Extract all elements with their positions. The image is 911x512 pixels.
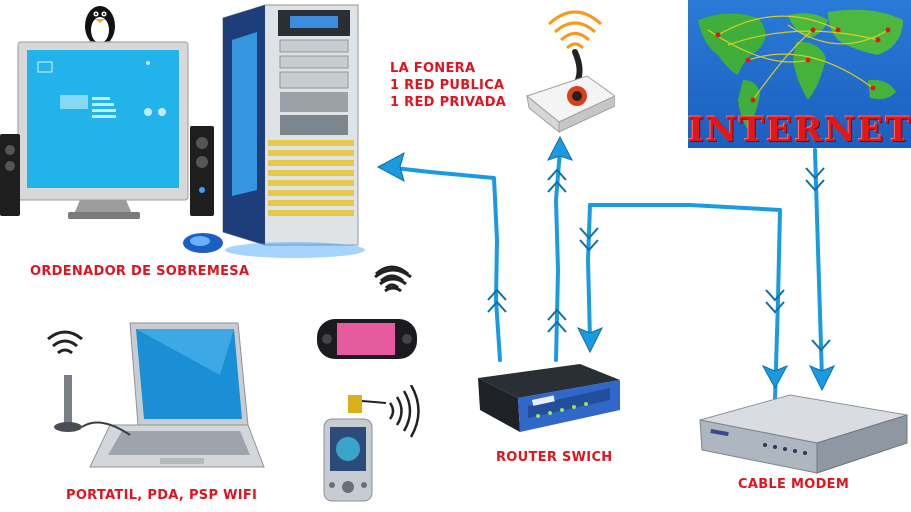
desktop-label: ORDENADOR DE SOBREMESA <box>30 264 250 279</box>
arrow-up-modem <box>761 364 789 390</box>
psp-wifi-icon <box>374 268 412 293</box>
fonera-label-line-3: 1 RED PRIVADA <box>390 95 507 110</box>
modem-label: CABLE MODEM <box>738 477 850 492</box>
cable-modem-device <box>695 385 910 480</box>
fonera-label-line-2: 1 RED PUBLICA <box>390 78 505 93</box>
fonera-label: LA FONERA 1 RED PUBLICA 1 RED PRIVADA <box>390 60 506 111</box>
la-fonera-device <box>515 0 616 140</box>
tux-penguin-icon <box>83 6 117 47</box>
link-router-desktop <box>393 166 502 362</box>
link-router-fonera <box>554 148 562 362</box>
psp-device <box>315 255 420 370</box>
desktop-computer <box>0 0 380 265</box>
pda-device <box>318 384 438 505</box>
router-switch-device <box>470 360 630 440</box>
fonera-label-line-1: LA FONERA <box>390 61 476 76</box>
arrow-to-desktop <box>376 151 405 183</box>
router-label: ROUTER SWICH <box>496 450 613 465</box>
world-map-icon <box>688 0 911 148</box>
link-internet-modem <box>813 148 824 380</box>
internet-title: INTERNET <box>688 110 911 150</box>
portables-label: PORTATIL, PDA, PSP WIFI <box>66 488 258 503</box>
fonera-wifi-icon <box>547 10 603 50</box>
link-modem-router <box>586 203 782 402</box>
desktop-wifi-icon <box>372 258 412 303</box>
arrow-to-modem <box>808 365 836 392</box>
arrow-to-fonera <box>546 135 574 161</box>
laptop-wifi-icon <box>47 330 83 355</box>
laptop-device <box>40 315 270 485</box>
arrow-to-router <box>576 327 604 354</box>
pda-wifi-icon <box>388 384 420 438</box>
internet-world-map <box>688 0 911 148</box>
